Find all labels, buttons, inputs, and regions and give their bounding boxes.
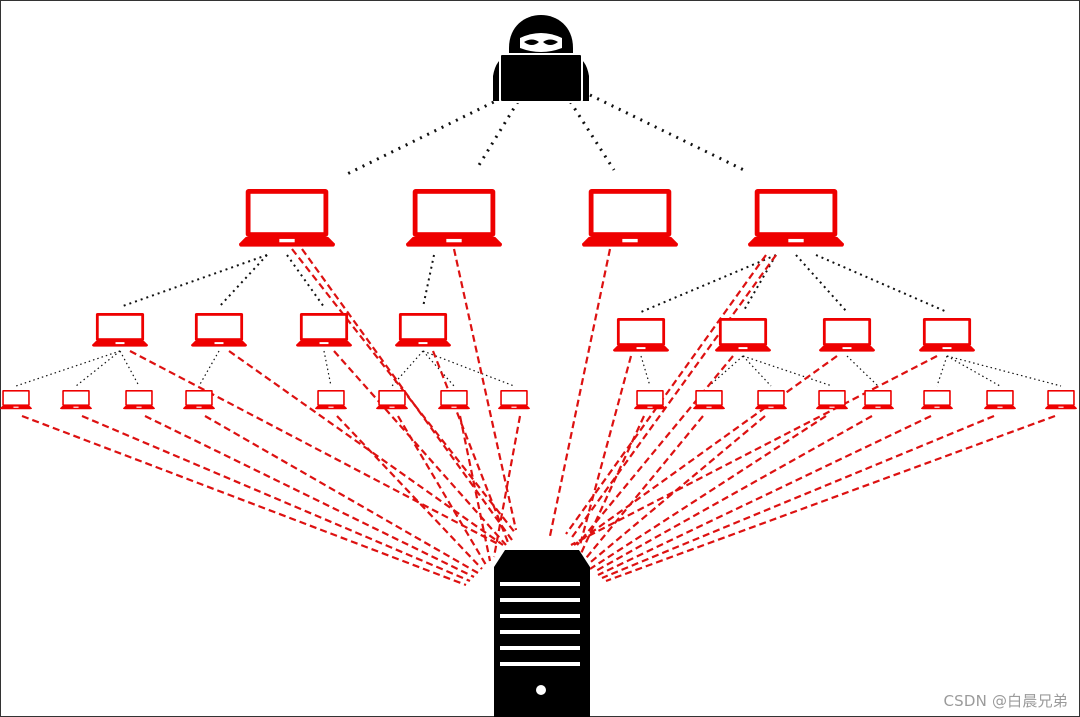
command-link bbox=[198, 350, 220, 387]
bot-laptop-tier3 bbox=[60, 390, 92, 410]
attack-link bbox=[452, 248, 518, 531]
bot-laptop-tier3 bbox=[1045, 390, 1077, 410]
attack-link bbox=[569, 254, 777, 541]
command-link bbox=[589, 93, 749, 174]
bot-laptop-tier2 bbox=[613, 318, 669, 352]
attack-link bbox=[573, 355, 838, 546]
attack-link bbox=[336, 415, 483, 570]
command-link bbox=[75, 350, 121, 387]
command-link bbox=[640, 355, 651, 387]
attack-link bbox=[129, 350, 501, 546]
bot-laptop-tier3 bbox=[634, 390, 666, 410]
command-link bbox=[564, 94, 616, 171]
bot-laptop-tier3 bbox=[498, 390, 530, 410]
command-link bbox=[742, 254, 777, 313]
bot-laptop-tier2 bbox=[819, 318, 875, 352]
bot-laptop-tier2 bbox=[919, 318, 975, 352]
attack-link bbox=[578, 355, 633, 546]
bot-laptop-tier3 bbox=[816, 390, 848, 410]
attack-link bbox=[605, 414, 1056, 583]
bot-laptop-tier3 bbox=[921, 390, 953, 410]
bot-laptop-tier3 bbox=[862, 390, 894, 410]
bot-laptop-tier2 bbox=[296, 313, 352, 347]
watermark: CSDN @白晨兄弟 bbox=[943, 692, 1068, 710]
attack-link bbox=[565, 254, 767, 535]
command-link bbox=[119, 350, 140, 387]
bot-laptop-tier3 bbox=[438, 390, 470, 410]
attack-link bbox=[144, 415, 475, 578]
bot-laptop-tier1 bbox=[748, 189, 844, 247]
attack-link bbox=[492, 415, 522, 558]
bot-laptop-tier2 bbox=[715, 318, 771, 352]
attack-link bbox=[301, 248, 513, 541]
bot-laptop-tier3 bbox=[123, 390, 155, 410]
bot-laptop-tier3 bbox=[984, 390, 1016, 410]
attack-link bbox=[548, 248, 612, 537]
bot-laptop-tier2 bbox=[191, 313, 247, 347]
bot-laptops bbox=[0, 189, 1077, 410]
command-link bbox=[708, 355, 744, 387]
attack-link bbox=[593, 415, 873, 573]
attack-link bbox=[570, 355, 938, 546]
command-link bbox=[936, 355, 948, 387]
command-link bbox=[946, 355, 1062, 387]
command-link bbox=[795, 254, 848, 313]
command-link bbox=[119, 254, 268, 308]
attack-link bbox=[589, 415, 827, 570]
command-link bbox=[422, 350, 515, 387]
bot-laptop-tier2 bbox=[92, 313, 148, 347]
command-link bbox=[342, 93, 509, 178]
attack-link bbox=[597, 415, 932, 576]
command-link bbox=[422, 254, 435, 308]
attack-link bbox=[581, 415, 704, 564]
command-link bbox=[323, 350, 332, 387]
bot-laptop-tier3 bbox=[183, 390, 215, 410]
bot-laptop-tier3 bbox=[755, 390, 787, 410]
bot-laptop-tier1 bbox=[582, 189, 678, 247]
command-link bbox=[286, 254, 325, 308]
hacker-icon bbox=[493, 15, 589, 103]
command-links bbox=[15, 93, 1062, 387]
attack-link bbox=[576, 355, 734, 546]
attack-link bbox=[577, 415, 645, 561]
attack-link bbox=[431, 350, 511, 546]
attack-link bbox=[397, 415, 487, 566]
command-link bbox=[946, 355, 1001, 387]
bot-laptop-tier3 bbox=[0, 390, 32, 410]
command-link bbox=[15, 350, 121, 387]
server-icon bbox=[494, 550, 590, 717]
attack-link bbox=[21, 414, 467, 587]
attack-link bbox=[228, 350, 504, 546]
bot-laptop-tier1 bbox=[239, 189, 335, 247]
attack-link bbox=[601, 414, 995, 580]
bot-laptop-tier3 bbox=[315, 390, 347, 410]
attack-link bbox=[458, 415, 492, 562]
attack-link bbox=[585, 415, 766, 567]
attack-link bbox=[204, 415, 479, 574]
command-link bbox=[640, 254, 777, 313]
command-link bbox=[815, 254, 948, 313]
command-link bbox=[742, 355, 833, 387]
command-link bbox=[391, 350, 424, 387]
command-link bbox=[846, 355, 879, 387]
bot-laptop-tier2 bbox=[395, 313, 451, 347]
bot-laptop-tier3 bbox=[376, 390, 408, 410]
command-link bbox=[422, 350, 455, 387]
attack-link bbox=[81, 414, 471, 583]
command-link bbox=[474, 94, 524, 171]
attack-links bbox=[21, 248, 1056, 587]
bot-laptop-tier3 bbox=[693, 390, 725, 410]
bot-laptop-tier1 bbox=[406, 189, 502, 247]
